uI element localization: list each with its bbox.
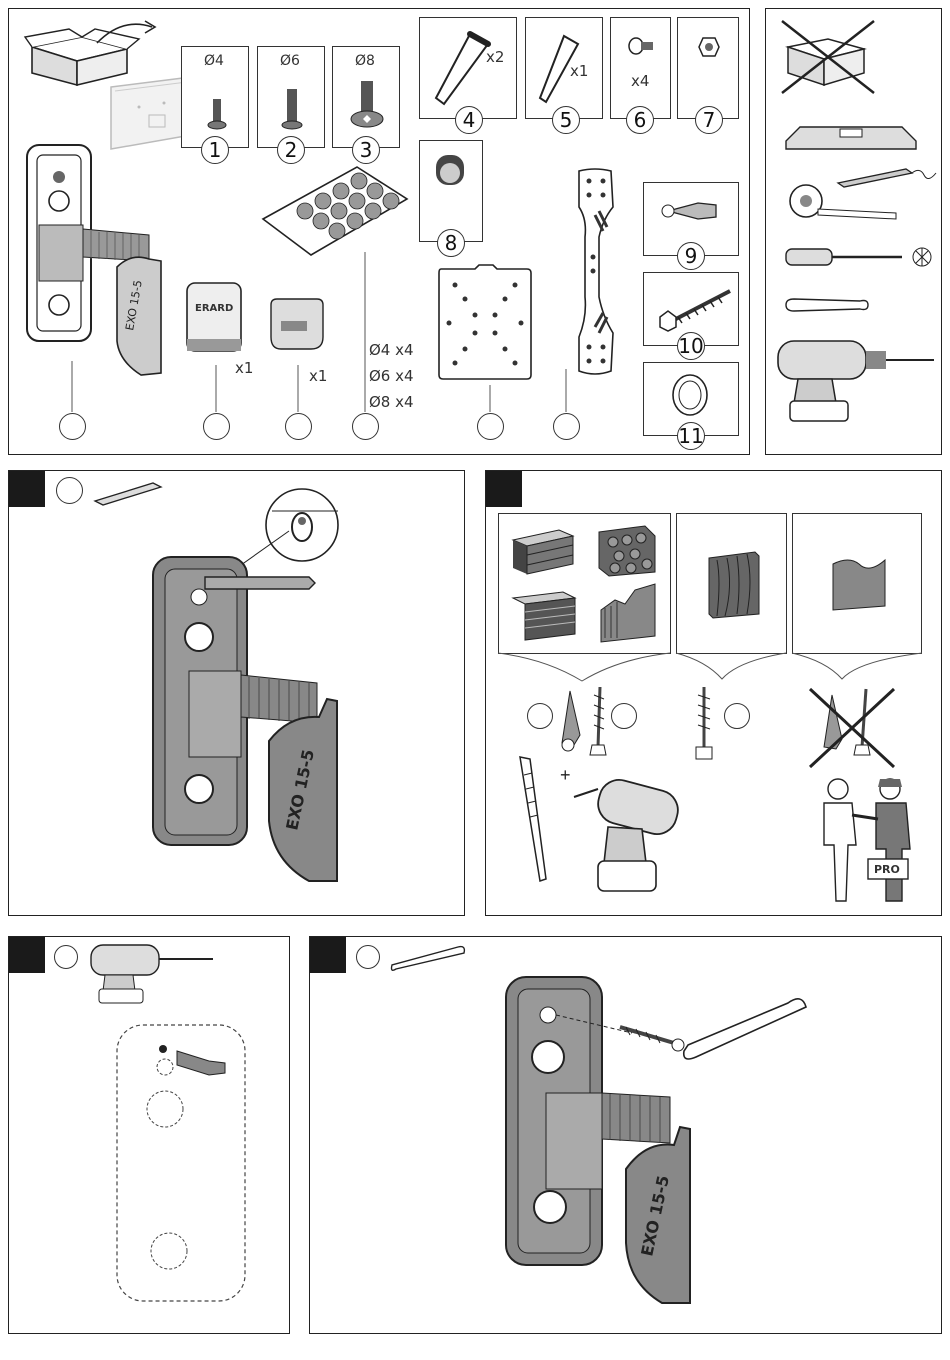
wood-wall-box xyxy=(676,513,787,654)
wood-screw-icon xyxy=(694,685,714,765)
part-number-10: 10 xyxy=(677,332,705,360)
lag-screw-icon xyxy=(654,281,734,331)
no-fixings-icon xyxy=(806,685,898,771)
callout-washers xyxy=(352,413,379,440)
block-wall-icon xyxy=(509,588,579,644)
cover-cap-icon xyxy=(670,373,710,417)
wall-plug-icon xyxy=(658,197,718,227)
step-item-circle xyxy=(54,945,78,969)
step-panel-pencil-mark: EXO 15-5 xyxy=(8,470,465,916)
drilling-template-outline xyxy=(113,1021,253,1307)
screwdriver-icon xyxy=(784,245,934,269)
drill-icon xyxy=(774,339,940,425)
plug-and-screw-icon xyxy=(554,685,612,761)
wood-wall-icon xyxy=(705,550,763,620)
step-tab xyxy=(310,937,346,973)
step-panel-screw-bracket: EXO 15-5 xyxy=(309,936,942,1334)
callout-cover xyxy=(203,413,230,440)
brick-wall-icon xyxy=(509,524,579,574)
screw-circle-wood xyxy=(724,703,750,729)
step-item-circle xyxy=(56,477,83,504)
part-number-9: 9 xyxy=(677,242,705,270)
callout-cap xyxy=(285,413,312,440)
wrench-icon xyxy=(784,295,870,315)
pro-badge: PRO xyxy=(874,863,900,876)
callout-adapter xyxy=(553,413,580,440)
step-panel-wall-types: + PRO xyxy=(485,470,942,916)
svg-text:+: + xyxy=(560,765,571,785)
tape-measure-icon xyxy=(788,179,898,223)
level-icon xyxy=(784,121,918,151)
part-number-11: 11 xyxy=(677,422,705,450)
drill-illustration-icon: + xyxy=(558,767,678,899)
stone-wall-icon xyxy=(595,522,659,578)
professional-handshake-icon xyxy=(816,775,932,907)
solid-wall-box xyxy=(498,513,671,654)
step-panel-drill xyxy=(8,936,290,1334)
step-tab xyxy=(9,937,45,973)
wrench-icon xyxy=(388,943,468,977)
no-box-icon xyxy=(778,17,878,97)
step-item-circle xyxy=(356,945,380,969)
parts-panel: Ø4 Ø6 Ø8 1 2 3 x2 x1 xyxy=(8,8,750,455)
callout-bracket xyxy=(59,413,86,440)
callout-lines xyxy=(9,9,751,456)
pencil-icon xyxy=(93,479,165,507)
wall-bracket-pencil-illustration: EXO 15-5 xyxy=(149,551,409,891)
tools-panel xyxy=(765,8,942,455)
drill-bit-icon xyxy=(516,755,556,885)
drywall-box xyxy=(792,513,922,654)
wall-bracket-mounting-illustration: EXO 15-5 xyxy=(502,973,822,1309)
plug-circle-9 xyxy=(527,703,553,729)
callout-vesa-plate xyxy=(477,413,504,440)
drill-icon xyxy=(87,943,217,1007)
concrete-wall-icon xyxy=(595,580,659,646)
step-tab xyxy=(9,471,45,507)
step-tab xyxy=(486,471,522,507)
screw-circle-10 xyxy=(611,703,637,729)
drywall-icon xyxy=(829,554,891,616)
